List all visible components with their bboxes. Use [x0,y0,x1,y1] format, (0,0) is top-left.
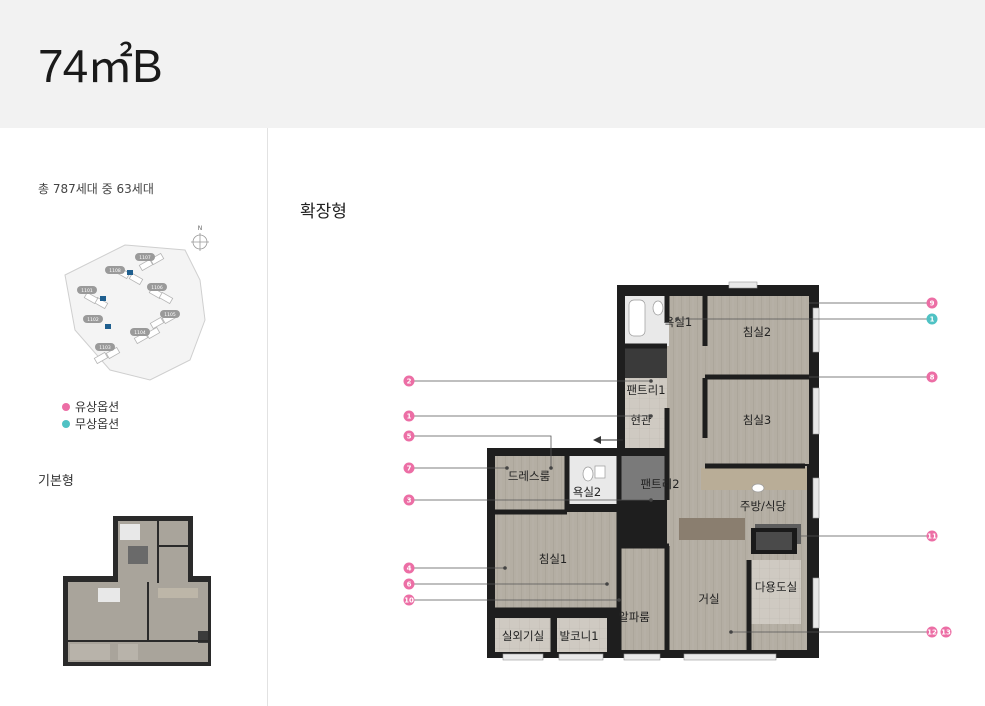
svg-text:3: 3 [407,497,412,505]
svg-text:12: 12 [927,629,937,637]
option-marker-1[interactable]: 1 [403,410,415,422]
pink-dot-icon [62,402,70,411]
left-panel: 총 787세대 중 63세대 N [0,128,268,706]
option-marker-9[interactable]: 9 [926,297,938,309]
building-label-1105: 1105 [164,312,176,318]
svg-text:6: 6 [407,581,412,589]
option-marker-8[interactable]: 8 [926,371,938,383]
svg-text:1: 1 [407,413,412,421]
header-band: 74㎡B [0,0,985,128]
svg-text:7: 7 [407,465,412,473]
svg-text:1: 1 [930,316,935,324]
room-bed1: 침실1 [539,552,567,566]
svg-text:8: 8 [930,374,935,382]
site-map: N 1101 [64,225,209,381]
building-label-1107: 1107 [139,255,151,261]
legend-item-paid: 유상옵션 [62,398,119,415]
svg-text:2: 2 [407,378,412,386]
room-pantry1: 팬트리1 [626,383,665,397]
room-bath2: 욕실2 [573,485,601,499]
legend-item-free: 무상옵션 [62,415,119,432]
option-marker-1-free[interactable]: 1 [926,313,938,325]
basic-floor-plan [63,516,211,666]
legend-label-paid: 유상옵션 [75,400,120,414]
right-panel: 확장형 [269,128,985,706]
option-marker-6[interactable]: 6 [403,578,415,590]
entrance-arrow-icon [593,436,623,444]
basic-type-label: 기본형 [38,474,74,489]
room-balcony: 발코니1 [559,629,598,643]
option-marker-7[interactable]: 7 [403,462,415,474]
option-marker-4[interactable]: 4 [403,562,415,574]
svg-text:11: 11 [927,533,937,541]
option-marker-2[interactable]: 2 [403,375,415,387]
room-bed2: 침실2 [743,325,771,339]
building-label-1104: 1104 [134,330,146,336]
room-dress: 드레스룸 [508,469,550,483]
room-entrance: 현관 [630,413,652,427]
room-kitchen: 주방/식당 [740,499,787,513]
room-outdoor: 실외기실 [502,629,544,643]
svg-text:9: 9 [930,300,935,308]
building-label-1101: 1101 [81,288,93,294]
building-label-1102: 1102 [87,317,99,323]
option-marker-3[interactable]: 3 [403,494,415,506]
extended-floor-plan: 욕실1 침실2 팬트리1 현관 침실3 드레스룸 욕실2 팬트리2 주방/식당 … [403,281,952,661]
teal-dot-icon [62,419,70,428]
svg-text:10: 10 [404,597,414,605]
option-marker-5[interactable]: 5 [403,430,415,442]
room-pantry2: 팬트리2 [640,477,679,491]
north-label: N [198,225,203,232]
svg-text:4: 4 [407,565,412,573]
room-living: 거실 [698,592,719,606]
page-title: 74㎡B [38,40,163,92]
legend: 유상옵션 무상옵션 [62,398,119,432]
legend-label-free: 무상옵션 [75,417,120,431]
building-label-1103: 1103 [99,345,111,351]
option-marker-10[interactable]: 10 [403,594,415,606]
option-marker-11[interactable]: 11 [926,530,938,542]
extended-type-label: 확장형 [300,202,347,222]
room-bed3: 침실3 [743,413,771,427]
room-utility: 다용도실 [755,580,797,594]
svg-text:5: 5 [407,433,412,441]
building-label-1106: 1106 [151,285,163,291]
building-label-1108: 1108 [109,268,121,274]
compass-icon: N [191,225,209,251]
option-marker-13[interactable]: 13 [940,626,952,638]
svg-text:13: 13 [941,629,951,637]
room-alpha: 알파룸 [618,610,650,624]
option-marker-12[interactable]: 12 [926,626,938,638]
unit-count: 총 787세대 중 63세대 [38,182,154,196]
room-bath1: 욕실1 [664,315,692,329]
